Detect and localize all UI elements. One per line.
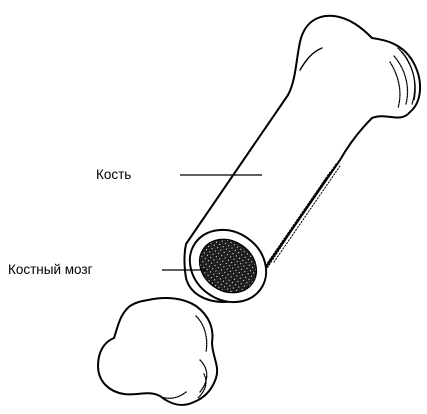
lower-bone-fragment [98,298,217,405]
lower-fragment-outline [98,298,217,405]
label-marrow: Костный мозг [8,262,206,277]
bone-label: Кость [96,167,131,182]
marrow-label: Костный мозг [8,262,93,277]
